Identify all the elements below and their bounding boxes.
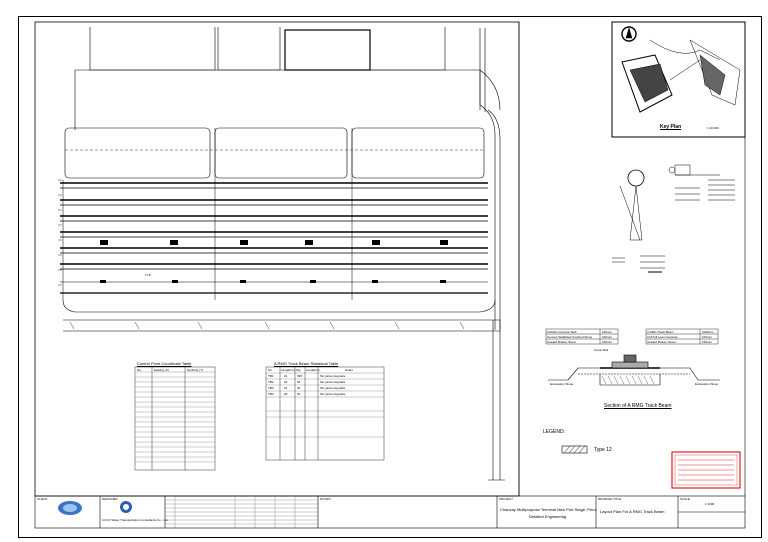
beam-row-no: TB4 (268, 392, 274, 396)
section-left-thick-1: 100mm (602, 330, 613, 334)
legend-item-label: Type 12 (594, 447, 612, 453)
section-left-layer-1: C30/40 Concrete Slab (547, 330, 577, 334)
section-right-thick-2: 100mm (702, 335, 713, 339)
beam-row-no: TB3 (268, 386, 274, 390)
beam-row-no: TB1 (268, 374, 274, 378)
designer-label: DESIGNED (102, 497, 118, 501)
beam-row-len: 22 (284, 386, 288, 390)
notes-label: NOTES: (320, 497, 332, 501)
approval-stamp (671, 451, 741, 489)
drawing-title: Layout Plan For A RMG Track Beam (600, 509, 665, 514)
row-label: TYP. (145, 273, 152, 277)
drawing-title-label: DRAWING TITLE (598, 497, 622, 501)
beam-row-notes: Sin junta integrada (320, 386, 346, 390)
beam-row-len: 20 (284, 392, 288, 396)
beam-row-qty: 20 (297, 392, 301, 396)
section-left-layer-2: Cement Stabilized Crushed Stone (547, 335, 593, 339)
coord-header-x: Easting (X) (154, 368, 169, 372)
coord-table-title: Control Point Coordinate Table (137, 361, 192, 366)
section-right-layer-3: Graded Broken Stone (647, 340, 677, 344)
right-slope-label: Excavation Slope (695, 382, 719, 386)
beam-row-qty: 308 (297, 374, 303, 378)
scale-value: 1:1000 (705, 502, 715, 506)
beam-row-qty: 30 (297, 386, 301, 390)
client-label: CLIENT (37, 497, 48, 501)
legend-title: LEGEND: (543, 429, 565, 435)
beam-header-notes: Notes (345, 368, 353, 372)
coord-header-no: No. (137, 368, 142, 372)
coord-header-y: Northing (Y) (187, 368, 204, 372)
section-left-layer-3: Graded Broken Stone (547, 340, 577, 344)
beam-row-len: 21 (284, 374, 288, 378)
beam-row-notes: Sin junta integrada (320, 392, 346, 396)
project-stage: Detailed Engineering (529, 514, 567, 519)
section-right-layer-2: C15 Fill Lean Concrete (647, 335, 678, 339)
key-plan-title: Key Plan (660, 124, 682, 130)
key-plan-scale: 1:10,000 (707, 126, 719, 130)
section-title: Section of A RMG Track Beam (604, 403, 672, 409)
section-right-thick-3: 150mm (702, 340, 713, 344)
section-right-layer-1: A RMG Track Beam (647, 330, 674, 334)
section-right-thick-1: 1000mm (702, 330, 714, 334)
beam-header-no: No. (268, 368, 273, 372)
section-left-thick-3: 150mm (602, 340, 613, 344)
project-name: Chancay Multipurpose Terminal New Port S… (500, 507, 596, 512)
scale-label: SCALE (680, 497, 690, 501)
beam-row-notes: Sin junta integrada (320, 380, 346, 384)
beam-row-notes: Sin junta integrada (320, 374, 346, 378)
drawing-sheet (18, 16, 762, 538)
beam-header-len: Length(m) (281, 368, 295, 372)
beam-table-title: A RMG Track Beam Statistical Table (274, 361, 339, 366)
beam-row-no: TB2 (268, 380, 274, 384)
beam-header-qty: Qty (296, 368, 301, 372)
designer-name: CCCC Water Transportation Consultants Co… (102, 518, 169, 522)
client-logo (58, 501, 82, 515)
beam-header-len2: Length(m) (306, 368, 320, 372)
designer-logo (120, 501, 132, 513)
crane-rail-label: Crane Rail (594, 348, 609, 352)
section-left-thick-2: 100mm (602, 335, 613, 339)
beam-row-len: 20 (284, 380, 288, 384)
project-label: PROJECT (499, 497, 514, 501)
left-slope-label: Excavation Slope (550, 382, 574, 386)
beam-row-qty: 52 (297, 380, 301, 384)
